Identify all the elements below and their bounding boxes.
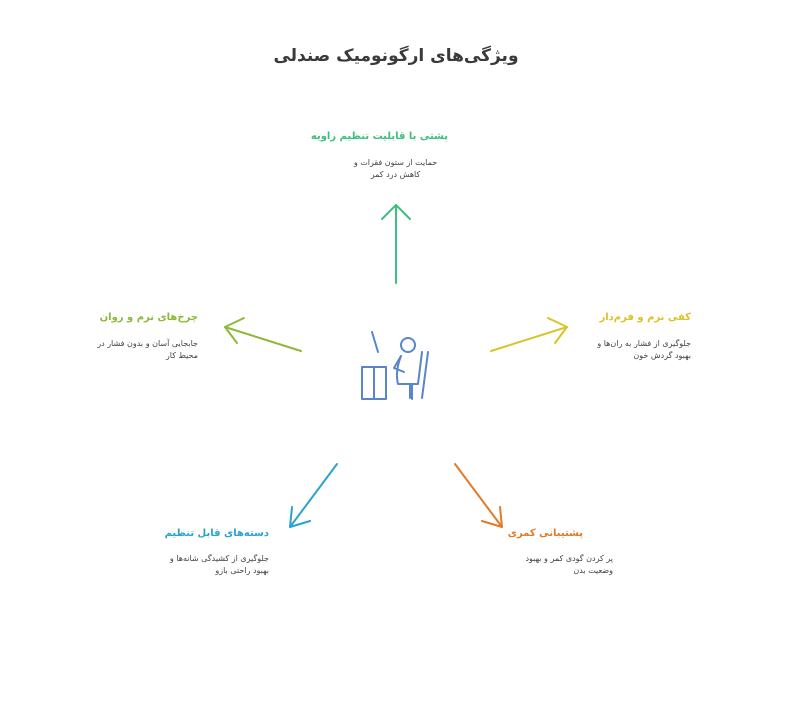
wheels-title: چرخ‌های نرم و روان — [99, 312, 198, 323]
arrow-backrest — [381, 204, 411, 284]
arrow-seat — [490, 317, 568, 352]
page-title: ویژگی‌های ارگونومیک صندلی — [273, 46, 519, 66]
wheels-desc: جابجایی آسان و بدون فشار در محیط کار — [97, 339, 198, 360]
armrest-desc: جلوگیری از کشیدگی شانه‌ها و بهبود راحتی … — [169, 554, 269, 575]
lumbar-title: پشتیبانی کمری — [507, 528, 583, 539]
arrow-wheels — [224, 317, 302, 352]
arrow-armrest — [289, 463, 338, 528]
arrow-lumbar — [454, 463, 503, 528]
seat-desc: جلوگیری از فشار به ران‌ها و بهبود گردش خ… — [597, 339, 691, 360]
seat-title: کفی نرم و فرم‌دار — [599, 312, 691, 323]
lumbar-desc: پر کردن گودی کمر و بهبود وضعیت بدن — [525, 554, 613, 575]
backrest-desc: حمایت از ستون فقرات و کاهش درد کمر — [353, 158, 438, 179]
armrest-title: دسته‌های قابل تنظیم — [164, 528, 269, 539]
person-at-desk-icon — [361, 331, 429, 400]
backrest-title: پشتی با قابلیت تنظیم زاویه — [310, 131, 448, 142]
